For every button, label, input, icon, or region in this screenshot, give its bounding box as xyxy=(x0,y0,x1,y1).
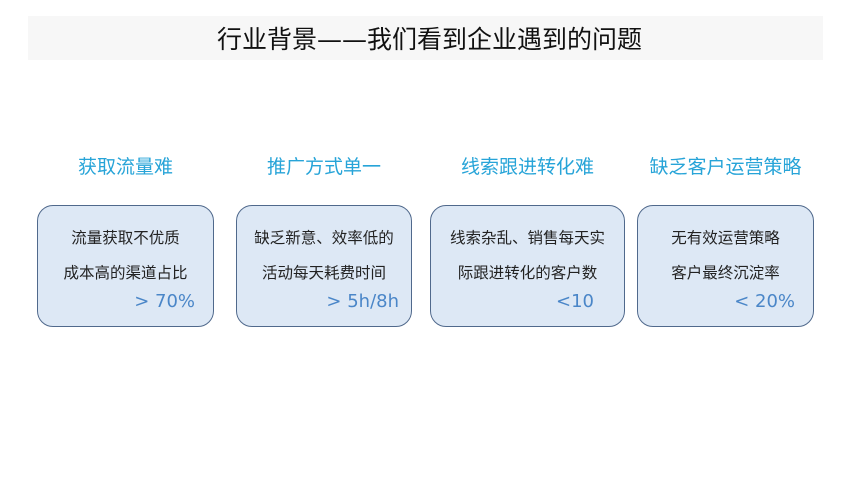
problem-card: 缺乏新意、效率低的 活动每天耗费时间 > 5h/8h xyxy=(236,205,412,327)
card-text-line: 客户最终沉淀率 xyxy=(671,264,780,282)
problem-heading: 获取流量难 xyxy=(77,156,173,178)
card-text-line: 线索杂乱、销售每天实 xyxy=(449,229,605,247)
problem-card: 线索杂乱、销售每天实 际跟进转化的客户数 <10 xyxy=(430,205,625,327)
card-text-line: 际跟进转化的客户数 xyxy=(457,264,598,282)
card-value: > 70% xyxy=(134,291,195,312)
page-title: 行业背景——我们看到企业遇到的问题 xyxy=(216,25,642,54)
card-value: < 20% xyxy=(734,291,795,312)
card-text-line: 活动每天耗费时间 xyxy=(261,264,386,282)
problem-card: 无有效运营策略 客户最终沉淀率 < 20% xyxy=(637,205,814,327)
card-text-line: 流量获取不优质 xyxy=(71,229,180,247)
problem-heading: 线索跟进转化难 xyxy=(460,156,594,178)
card-text-line: 缺乏新意、效率低的 xyxy=(254,229,394,247)
card-value: > 5h/8h xyxy=(326,291,399,312)
card-text-line: 成本高的渠道占比 xyxy=(63,264,188,282)
problem-heading: 推广方式单一 xyxy=(266,156,381,178)
problem-card: 流量获取不优质 成本高的渠道占比 > 70% xyxy=(37,205,214,327)
card-value: <10 xyxy=(556,291,594,312)
problem-heading: 缺乏客户运营策略 xyxy=(649,156,802,178)
title-band xyxy=(28,16,823,60)
card-text-line: 无有效运营策略 xyxy=(671,229,780,247)
